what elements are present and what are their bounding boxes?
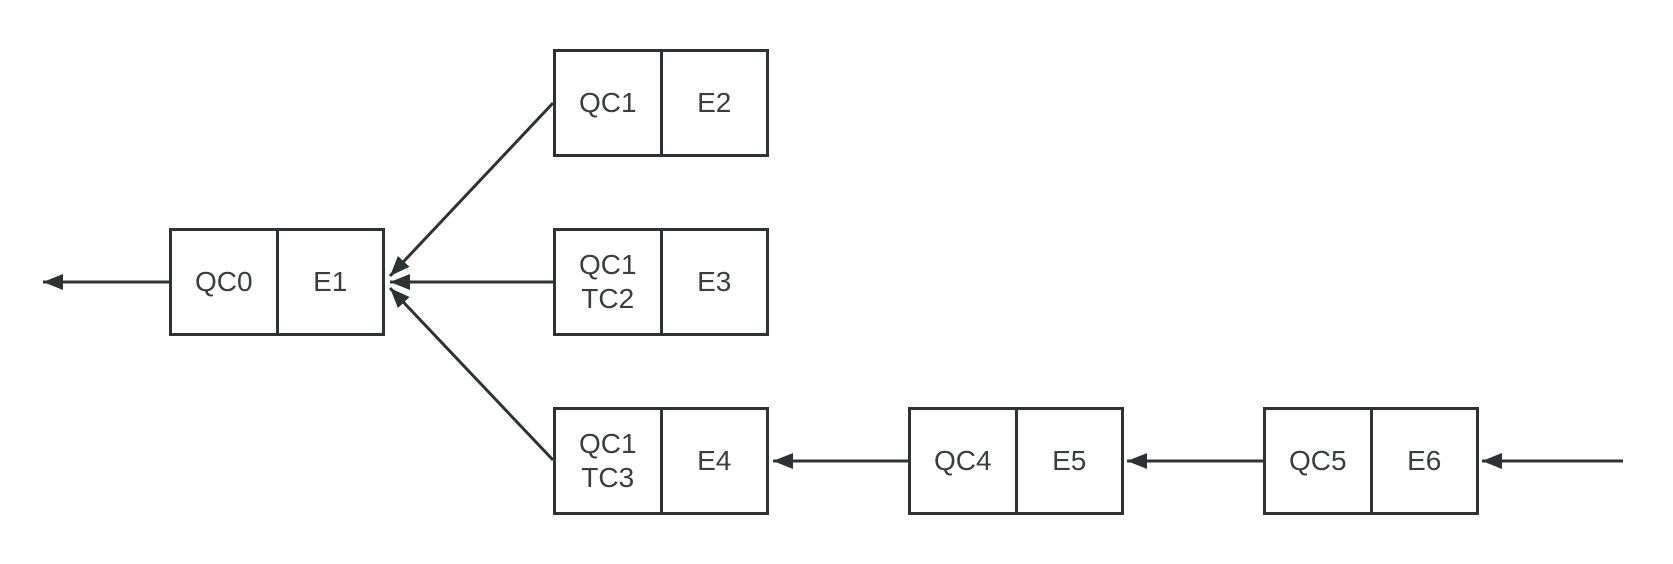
element-cell-e6: E6	[1407, 445, 1442, 477]
element-cell-e4: E4	[697, 445, 732, 477]
element-cell-e2: E2	[697, 87, 732, 119]
node-qc4-e5: QC4 E5	[908, 407, 1124, 515]
queue-cell-qc1-tc3: QC1 TC3	[556, 410, 663, 512]
element-cell-e3: E3	[697, 266, 732, 298]
queue-cell-qc5: QC5	[1266, 410, 1373, 512]
node-qc5-e6: QC5 E6	[1263, 407, 1479, 515]
queue-cell-qc1-tc2: QC1 TC2	[556, 231, 663, 333]
node-qc1-tc2-e3: QC1 TC2 E3	[553, 228, 769, 336]
node-qc1-tc3-e4: QC1 TC3 E4	[553, 407, 769, 515]
element-cell-e1: E1	[313, 266, 348, 298]
connector-e4-to-e1-arrow	[388, 286, 555, 462]
queue-cell-qc0: QC0	[172, 231, 279, 333]
element-cell-e5: E5	[1052, 445, 1087, 477]
node-qc1-e2: QC1 E2	[553, 49, 769, 157]
queue-cell-qc4: QC4	[911, 410, 1018, 512]
connector-e2-to-e1-arrow	[388, 101, 555, 278]
node-qc0-e1: QC0 E1	[169, 228, 385, 336]
queue-cell-qc1: QC1	[556, 52, 663, 154]
